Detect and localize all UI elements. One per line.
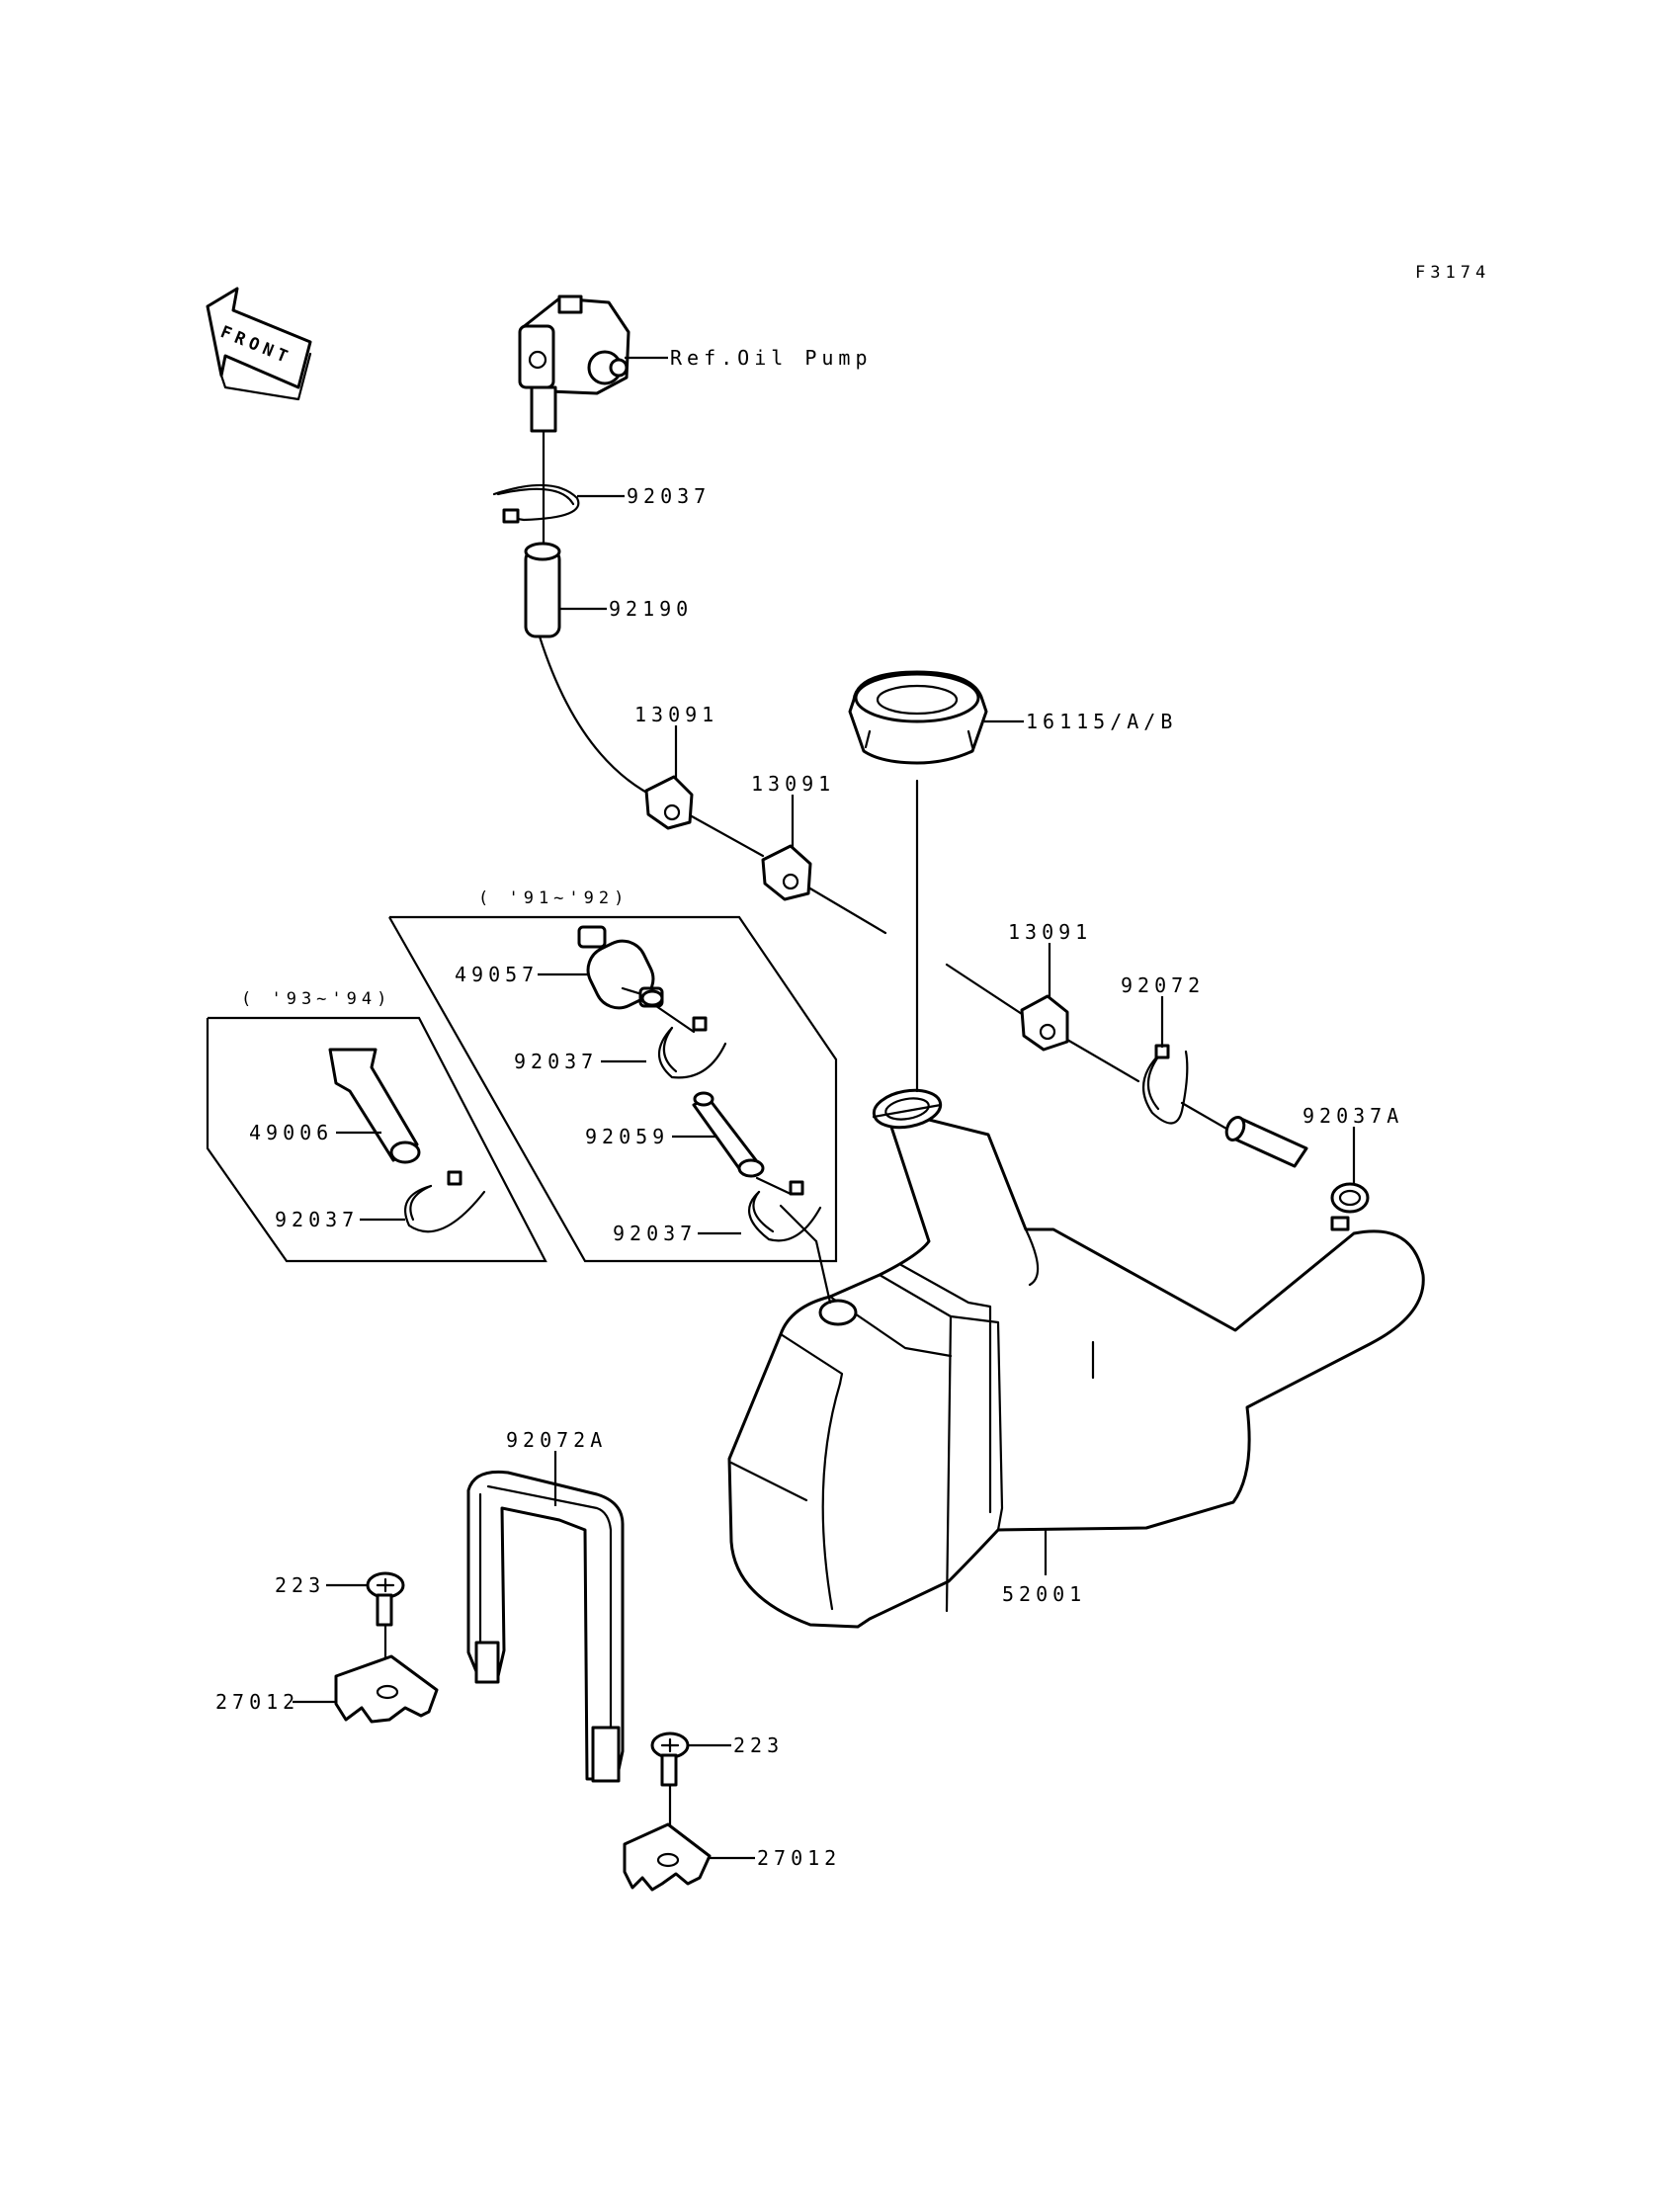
callout-13091-a: 13091: [634, 703, 718, 726]
clamp-13091-c-icon: [1020, 994, 1069, 1052]
bolt-223-a-icon: [366, 1571, 405, 1627]
callout-92037-top: 92037: [627, 484, 711, 508]
hose-clamp-92072-icon: [1142, 1044, 1189, 1125]
bracket-27012-a-icon: [334, 1654, 439, 1724]
bolt-223-b-icon: [650, 1732, 690, 1787]
callout-92190: 92190: [609, 597, 693, 621]
callout-49057: 49057: [455, 963, 539, 986]
oil-tank-icon: [727, 1088, 1425, 1629]
hose-92190-icon: [524, 542, 561, 638]
filler-cap-icon: [848, 670, 988, 765]
callout-92037-b: 92037: [514, 1050, 598, 1073]
group-9192-label: ( '91~'92): [478, 888, 629, 908]
callout-92037A: 92037A: [1302, 1104, 1403, 1128]
hose-clamp-92037-c-icon: [748, 1180, 822, 1242]
callout-49006: 49006: [249, 1121, 333, 1144]
hose-92059-icon: [692, 1091, 765, 1178]
group-9394-label: ( '93~'94): [241, 989, 391, 1009]
callout-92037-d: 92037: [275, 1208, 359, 1231]
callout-223-a: 223: [275, 1573, 325, 1597]
oil-pump-icon: [518, 295, 630, 449]
vent-hose-icon: [1224, 1116, 1308, 1168]
callout-27012-b: 27012: [757, 1846, 841, 1870]
callout-92037-c: 92037: [613, 1222, 697, 1245]
clamp-13091-a-icon: [644, 775, 694, 830]
callout-223-b: 223: [733, 1733, 784, 1757]
callout-92072: 92072: [1121, 973, 1205, 997]
figure-code: F3174: [1415, 263, 1490, 283]
group-9394-frame: [206, 1016, 547, 1263]
bracket-27012-b-icon: [623, 1822, 712, 1892]
group-9192-frame: [388, 915, 838, 1263]
callout-13091-c: 13091: [1008, 920, 1092, 944]
callout-13091-b: 13091: [751, 772, 835, 796]
callout-16115: 16115/A/B: [1026, 710, 1177, 733]
callout-52001: 52001: [1002, 1582, 1086, 1606]
pipe-49006-icon: [328, 1048, 421, 1164]
oil-filter-49057-icon: [577, 925, 664, 1010]
hose-clamp-92037A-icon: [1330, 1182, 1370, 1231]
callout-92072A: 92072A: [506, 1428, 607, 1452]
clamp-13091-b-icon: [761, 844, 812, 901]
tank-band-icon: [466, 1470, 625, 1783]
hose-clamp-92037-d-icon: [404, 1170, 486, 1233]
hose-clamp-icon: [492, 483, 580, 524]
front-arrow-icon: FRONT: [206, 287, 312, 401]
callout-92059: 92059: [585, 1125, 669, 1148]
hose-clamp-92037-b-icon: [658, 1016, 727, 1079]
callout-oil-pump: Ref.Oil Pump: [670, 346, 873, 370]
callout-27012-a: 27012: [215, 1690, 299, 1714]
